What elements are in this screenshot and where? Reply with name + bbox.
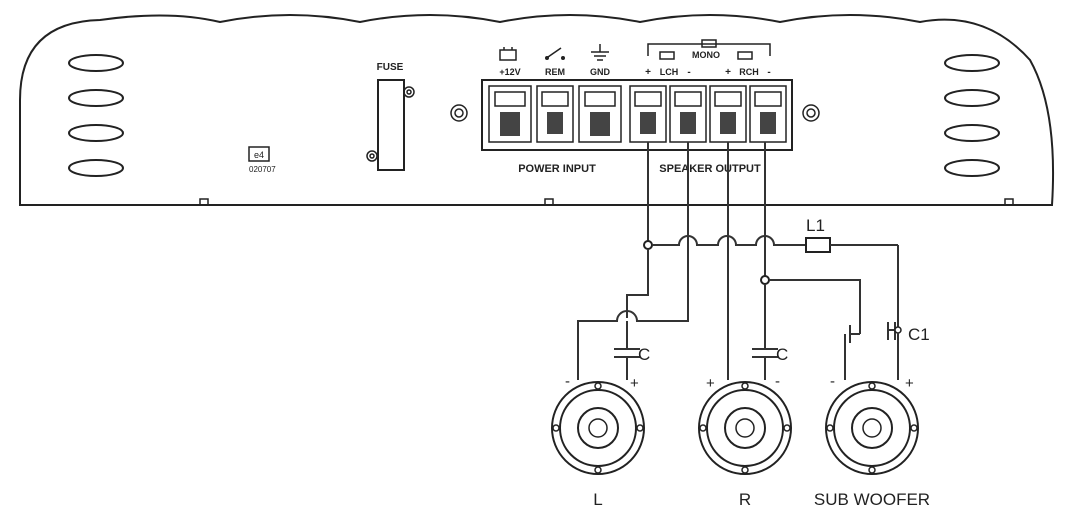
- speaker-right-minus: -: [775, 373, 780, 390]
- speaker-right-plus: +: [706, 375, 715, 392]
- battery-icon: [499, 47, 517, 61]
- badge-top-text: e4: [254, 150, 264, 160]
- inductor-l1: [805, 237, 831, 253]
- speaker-sub-minus: -: [830, 373, 835, 390]
- terminal-block: [481, 79, 793, 151]
- badge-bottom-text: 020707: [249, 165, 276, 174]
- terminal-lch-minus: [669, 85, 707, 143]
- label-12v: +12V: [499, 67, 520, 77]
- amplifier-panel: [19, 14, 1055, 206]
- capacitor-right-label: C: [776, 345, 788, 364]
- certification-badge: e4 020707: [248, 146, 276, 174]
- ground-icon: [591, 44, 609, 61]
- fuse-holder: FUSE: [366, 62, 415, 171]
- speaker-left-minus: -: [565, 373, 570, 390]
- capacitor-left-label: C: [638, 345, 650, 364]
- junction-left: [643, 240, 653, 250]
- left-vents: [68, 54, 124, 177]
- terminal-rem: [536, 85, 574, 143]
- speaker-subwoofer: - + SUB WOOFER: [814, 373, 930, 509]
- mono-label: MONO: [692, 50, 720, 60]
- speaker-output-label: SPEAKER OUTPUT: [659, 163, 761, 175]
- speaker-sub-label: SUB WOOFER: [814, 490, 930, 509]
- speaker-sub-plus: +: [905, 375, 914, 392]
- power-input-label: POWER INPUT: [518, 163, 596, 175]
- label-rem: REM: [545, 67, 565, 77]
- speaker-left-label: L: [593, 490, 602, 509]
- mounting-screw-right: [802, 104, 820, 122]
- speaker-right: + - R: [698, 373, 792, 509]
- mounting-screw-left: [450, 104, 468, 122]
- mono-bridge-icon: [647, 39, 771, 60]
- inductor-l1-label: L1: [806, 216, 825, 235]
- label-rch-minus: -: [767, 67, 770, 78]
- right-vents: [944, 54, 1000, 177]
- terminal-rch-minus: [749, 85, 787, 143]
- junction-right: [760, 275, 770, 285]
- label-lch-minus: -: [687, 67, 690, 78]
- terminal-gnd: [578, 85, 622, 143]
- switch-icon: [545, 47, 565, 60]
- speaker-left-plus: +: [630, 375, 639, 392]
- label-lch-plus: +: [645, 67, 651, 78]
- wiring: L1 C C C1: [577, 142, 930, 380]
- terminal-12v: [488, 85, 532, 143]
- terminal-rch-plus: [709, 85, 747, 143]
- label-rch-plus: +: [725, 67, 731, 78]
- label-lch: LCH: [660, 67, 679, 77]
- label-gnd: GND: [590, 67, 611, 77]
- fuse-label: FUSE: [377, 62, 404, 73]
- terminal-lch-plus: [629, 85, 667, 143]
- label-rch: RCH: [739, 67, 759, 77]
- capacitor-sub-label: C1: [908, 325, 930, 344]
- speaker-right-label: R: [739, 490, 751, 509]
- speaker-left: - + L: [551, 373, 645, 509]
